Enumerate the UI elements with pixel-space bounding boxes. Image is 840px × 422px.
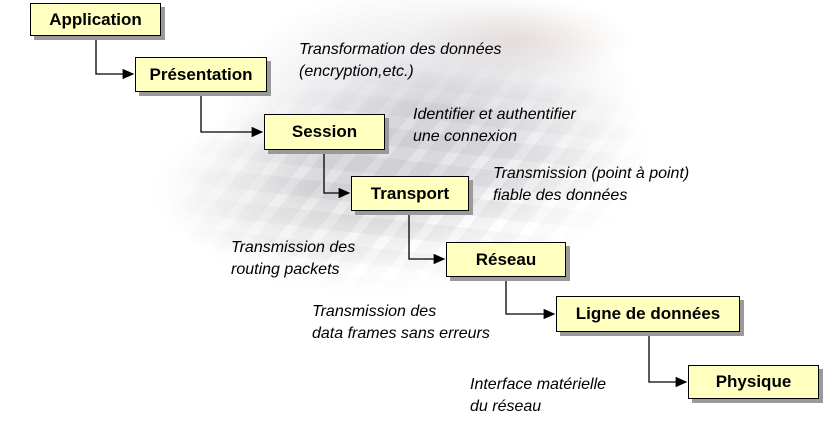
note-physique-line-1: Interface matérielle — [470, 376, 607, 393]
note-physique: Interface matérielle du réseau — [470, 374, 606, 418]
arrow-ligne-physique — [648, 332, 688, 388]
arrow-session-transport — [323, 150, 351, 199]
layer-transport: Transport — [351, 176, 469, 211]
arrow-application-presentation — [95, 36, 135, 80]
layer-ligne-de-donnees: Ligne de données — [556, 296, 740, 332]
arrow-reseau-ligne — [505, 277, 556, 320]
layer-physique: Physique — [688, 365, 819, 399]
note-presentation-line-1: Transformation des données — [299, 41, 502, 58]
layer-reseau: Réseau — [446, 242, 566, 277]
note-reseau: Transmission des routing packets — [231, 237, 355, 281]
note-ligne: Transmission des data frames sans erreur… — [312, 301, 490, 345]
note-transport: Transmission (point à point) fiable des … — [493, 163, 689, 207]
note-ligne-line-1: Transmission des — [312, 303, 437, 320]
note-physique-line-2: du réseau — [470, 398, 542, 415]
note-transport-line-1: Transmission (point à point) — [493, 165, 690, 182]
layer-presentation: Présentation — [135, 57, 267, 92]
note-presentation: Transformation des données (encryption,e… — [299, 39, 501, 83]
note-presentation-line-2: (encryption,etc.) — [299, 63, 414, 80]
note-session-line-1: Identifier et authentifier — [413, 106, 576, 123]
arrow-transport-reseau — [408, 211, 446, 265]
note-ligne-line-2: data frames sans erreurs — [312, 325, 490, 342]
layer-session: Session — [264, 114, 385, 150]
note-session-line-2: une connexion — [413, 128, 518, 145]
note-transport-line-2: fiable des données — [493, 187, 628, 204]
note-reseau-line-1: Transmission des — [231, 239, 356, 256]
arrow-presentation-session — [200, 92, 264, 138]
note-session: Identifier et authentifier une connexion — [413, 104, 576, 148]
layer-application: Application — [30, 3, 161, 36]
note-reseau-line-2: routing packets — [231, 261, 340, 278]
